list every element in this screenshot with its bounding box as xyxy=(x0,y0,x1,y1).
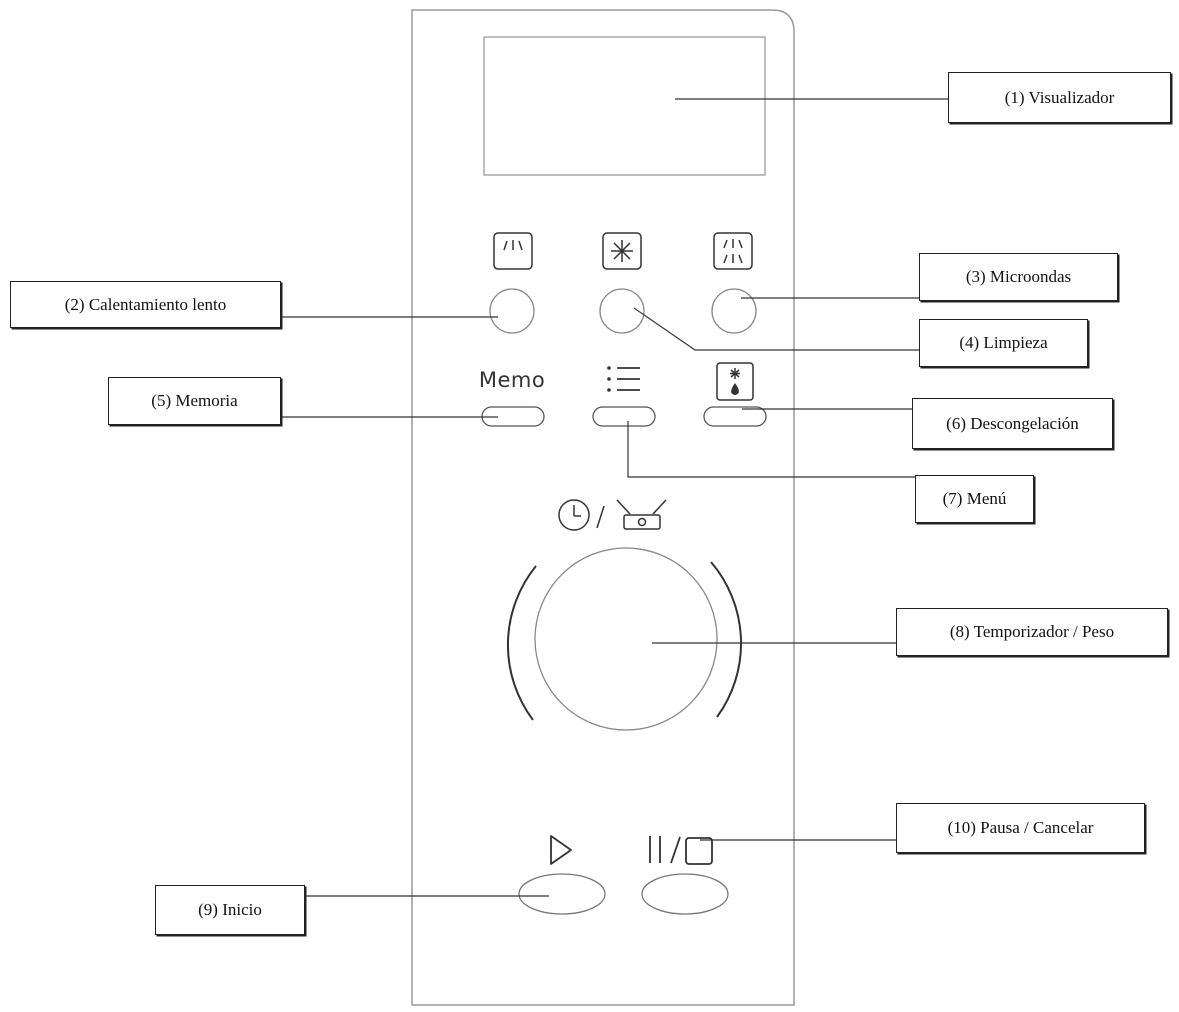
microwave-button[interactable] xyxy=(711,288,757,334)
clock-icon xyxy=(558,499,590,531)
panel-outline xyxy=(411,9,795,1006)
defrost-icon xyxy=(716,362,754,401)
slow-heat-button[interactable] xyxy=(489,288,535,334)
defrost-button[interactable] xyxy=(703,406,767,427)
callout-memoria: (5) Memoria xyxy=(108,377,281,425)
memo-text: Memo xyxy=(479,368,545,392)
callout-microondas: (3) Microondas xyxy=(919,253,1118,301)
leader-line-4 xyxy=(633,307,919,351)
callout-inicio: (9) Inicio xyxy=(155,885,305,935)
play-icon xyxy=(550,835,572,865)
timer-weight-dial[interactable] xyxy=(534,547,718,731)
pause-stop-icon xyxy=(649,836,713,865)
callout-calentamiento-lento: (2) Calentamiento lento xyxy=(10,281,281,328)
cleaning-sparkle-icon xyxy=(602,232,642,270)
slash-separator xyxy=(596,505,605,529)
callout-pausa-cancelar: (10) Pausa / Cancelar xyxy=(896,803,1145,853)
display-window xyxy=(483,36,766,176)
cleaning-button[interactable] xyxy=(599,288,645,334)
slow-heat-icon xyxy=(493,232,533,270)
weight-icon xyxy=(616,499,667,530)
callout-visualizador: (1) Visualizador xyxy=(948,72,1171,123)
dial-arc-left xyxy=(506,565,537,721)
callout-descongelacion: (6) Descongelación xyxy=(912,398,1113,449)
menu-list-icon xyxy=(607,366,640,392)
callout-temporizador-peso: (8) Temporizador / Peso xyxy=(896,608,1168,656)
start-button[interactable] xyxy=(518,873,606,915)
callout-limpieza: (4) Limpieza xyxy=(919,319,1088,367)
menu-button[interactable] xyxy=(592,406,656,427)
callout-menu: (7) Menú xyxy=(915,475,1034,523)
microwave-icon xyxy=(713,232,753,270)
leader-line-7 xyxy=(627,421,915,478)
dial-arc-right xyxy=(710,561,742,718)
pause-cancel-button[interactable] xyxy=(641,873,729,915)
